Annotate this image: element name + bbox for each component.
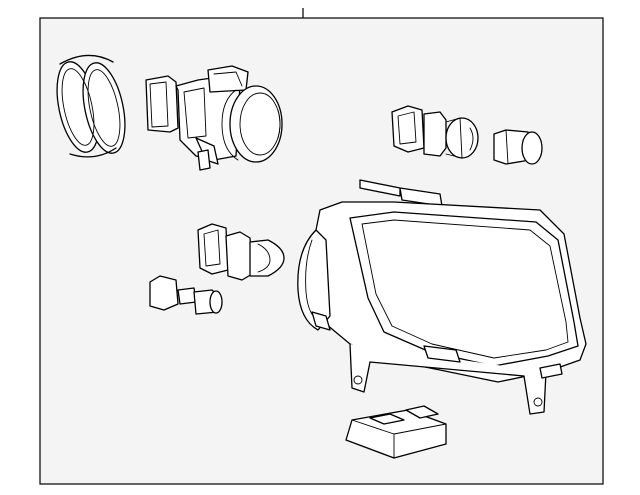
wedge-bulb-part: [493, 129, 543, 165]
small-bulb-socket-part: [149, 275, 223, 315]
projector-lamp-part: [145, 65, 283, 171]
control-module-part: [345, 405, 447, 459]
bulb-socket-middle-part: [197, 223, 285, 281]
bulb-socket-upper-part: [391, 105, 479, 159]
seal-ring-part: [56, 54, 126, 158]
headlamp-assembly-part: [297, 179, 587, 415]
